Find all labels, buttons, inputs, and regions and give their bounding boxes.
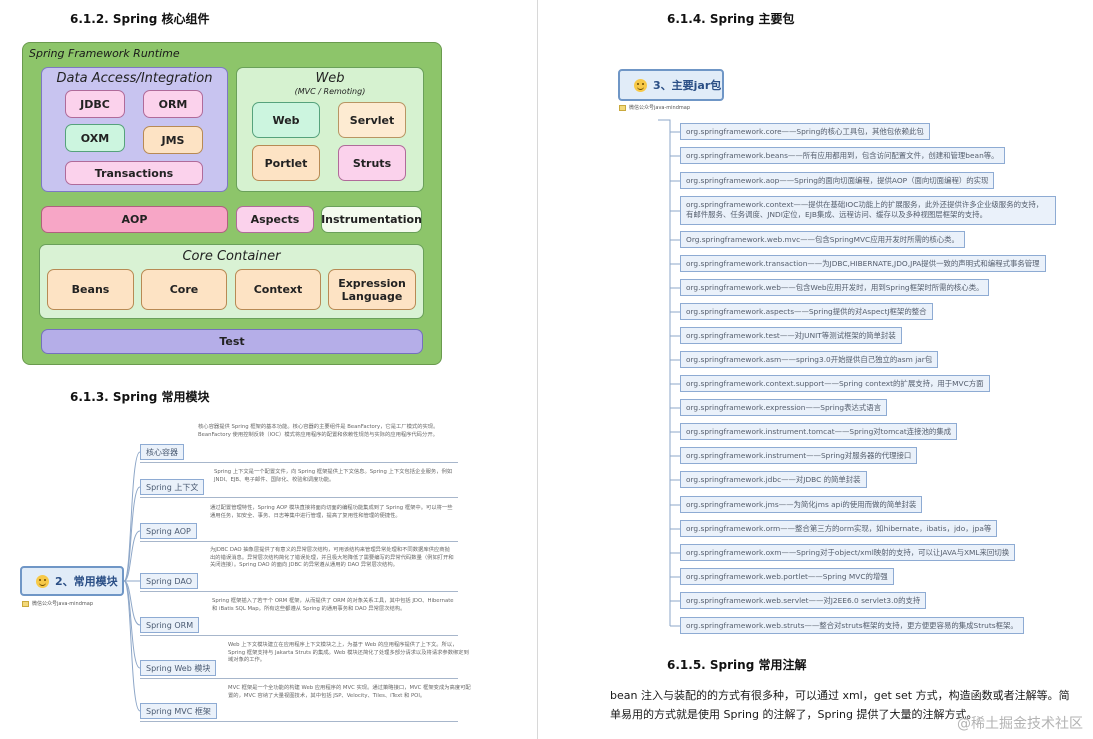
module-desc: Spring 上下文是一个配置文件，向 Spring 框架提供上下文信息。Spr… — [214, 469, 453, 483]
package-item: org.springframework.web——包含Web应用开发时，用到Sp… — [680, 279, 990, 296]
heading-6-1-3: 6.1.3. Spring 常用模块 — [70, 390, 210, 404]
package-item: org.springframework.web.portlet——Spring … — [680, 568, 894, 585]
watermark: @稀土掘金技术社区 — [957, 716, 1083, 732]
package-item: org.springframework.asm——spring3.0开始提供自己… — [680, 351, 939, 368]
modules-root-node: 2、常用模块 — [20, 566, 124, 596]
module-item: Spring 上下文 — [140, 479, 205, 495]
packages-root-node: 3、主要jar包 — [618, 69, 724, 101]
data-access-title: Data Access/Integration — [56, 71, 213, 86]
package-item: org.springframework.context.support——Spr… — [680, 375, 990, 392]
module-item: Spring DAO — [140, 573, 199, 589]
oxm-box: OXM — [65, 124, 125, 152]
module-rule — [140, 541, 458, 542]
package-item: org.springframework.oxm——Spring对于object/… — [680, 544, 1016, 561]
smile-icon — [634, 78, 647, 92]
aop-box: AOP — [41, 206, 228, 233]
context-box: Context — [235, 269, 321, 310]
modules-note-text: 微信公众号java-mindmap — [32, 601, 93, 607]
core-container-title: Core Container — [182, 249, 281, 264]
module-item: 核心容器 — [140, 444, 184, 460]
modules-connector-lines — [123, 451, 141, 712]
package-item: org.springframework.jdbc——对JDBC 的简单封装 — [680, 471, 867, 488]
package-item: Org.springframework.web.mvc——包含SpringMVC… — [680, 231, 965, 248]
package-item: org.springframework.instrument.tomcat——S… — [680, 423, 958, 440]
core-container-panel: Core Container Beans Core Context Expres… — [39, 244, 424, 319]
heading-6-1-5: 6.1.5. Spring 常用注解 — [667, 658, 807, 672]
left-page: 6.1.2. Spring 核心组件 Spring Framework Runt… — [0, 0, 538, 739]
package-item: org.springframework.expression——Spring表达… — [680, 399, 888, 416]
package-item: org.springframework.orm——整合第三方的orm实现，如hi… — [680, 520, 998, 537]
heading-6-1-4: 6.1.4. Spring 主要包 — [667, 12, 795, 26]
module-rule — [140, 678, 458, 679]
packages-note: 微信公众号java-mindmap — [619, 104, 690, 111]
web-box: Web — [252, 102, 320, 138]
packages-root-label: 3、主要jar包 — [653, 79, 722, 92]
right-page: 6.1.4. Spring 主要包 3、主要jar包 微信公众号java-min… — [540, 0, 1093, 739]
package-item: org.springframework.web.struts——整合对strut… — [680, 617, 1024, 634]
note-icon — [619, 104, 626, 111]
module-desc: Web 上下文模块建立在应用程序上下文模块之上，为基于 Web 的应用程序提供了… — [228, 642, 469, 663]
module-desc: 为JDBC DAO 抽象层提供了有意义的异常层次结构，可用该结构来管理异常处理和… — [210, 547, 454, 568]
package-item: org.springframework.instrument——Spring对服… — [680, 447, 918, 464]
package-item: org.springframework.web.servlet——对J2EE6.… — [680, 592, 927, 609]
package-item: org.springframework.test——对JUNIT等测试框架的简单… — [680, 327, 902, 344]
module-desc: MVC 框架是一个全功能的构建 Web 应用程序的 MVC 实现。通过策略接口，… — [228, 685, 471, 699]
jdbc-box: JDBC — [65, 90, 125, 118]
module-rule — [140, 591, 458, 592]
test-box: Test — [41, 329, 423, 354]
expression-language-box: Expression Language — [328, 269, 416, 310]
packages-note-text: 微信公众号java-mindmap — [629, 105, 690, 111]
package-item: org.springframework.aspects——Spring提供的对A… — [680, 303, 933, 320]
module-desc: 核心容器提供 Spring 框架的基本功能。核心容器的主要组件是 BeanFac… — [198, 424, 439, 438]
package-item: org.springframework.beans——所有应用都用到，包含访问配… — [680, 147, 1005, 164]
diagram-title: Spring Framework Runtime — [29, 47, 180, 60]
annotation-paragraph: bean 注入与装配的的方式有很多种，可以通过 xml，get set 方式，构… — [610, 689, 1070, 721]
aspects-box: Aspects — [236, 206, 314, 233]
module-desc: 通过配置管理特性，Spring AOP 模块直接将面向切面的编程功能集成到了 S… — [210, 505, 453, 519]
package-item: org.springframework.transaction——为JDBC,H… — [680, 255, 1046, 272]
data-access-panel: Data Access/Integration JDBC ORM OXM JMS… — [41, 67, 228, 192]
module-rule — [140, 497, 458, 498]
note-icon — [22, 600, 29, 607]
smile-icon — [36, 574, 49, 588]
module-item: Spring Web 模块 — [140, 660, 217, 676]
beans-box: Beans — [47, 269, 134, 310]
module-rule — [140, 462, 458, 463]
module-item: Spring AOP — [140, 523, 197, 539]
heading-6-1-2: 6.1.2. Spring 核心组件 — [70, 12, 210, 26]
module-desc: Spring 框架插入了若干个 ORM 框架，从而提供了 ORM 的对象关系工具… — [212, 598, 454, 612]
instrumentation-box: Instrumentation — [321, 206, 422, 233]
module-rule — [140, 635, 458, 636]
portlet-box: Portlet — [252, 145, 320, 181]
struts-box: Struts — [338, 145, 406, 181]
jms-box: JMS — [143, 126, 203, 154]
orm-box: ORM — [143, 90, 203, 118]
core-box: Core — [141, 269, 227, 310]
web-subtitle: (MVC / Remoting) — [294, 87, 366, 96]
modules-root-label: 2、常用模块 — [55, 575, 118, 588]
package-item: org.springframework.context——提供在基础IOC功能上… — [680, 196, 1056, 225]
transactions-box: Transactions — [65, 161, 203, 185]
spring-framework-runtime-diagram: Spring Framework Runtime Data Access/Int… — [22, 42, 442, 365]
packages-connector-lines — [658, 119, 680, 627]
web-panel: Web (MVC / Remoting) Web Servlet Portlet… — [236, 67, 424, 192]
modules-note: 微信公众号java-mindmap — [22, 600, 93, 607]
module-item: Spring MVC 框架 — [140, 703, 217, 719]
web-title: Web — [315, 71, 345, 86]
module-item: Spring ORM — [140, 617, 200, 633]
servlet-box: Servlet — [338, 102, 406, 138]
package-item: org.springframework.jms——为简化jms api的使用而做… — [680, 496, 923, 513]
package-item: org.springframework.aop——Spring的面向切面编程，提… — [680, 172, 995, 189]
module-rule — [140, 721, 458, 722]
package-item: org.springframework.core——Spring的核心工具包，其… — [680, 123, 930, 140]
